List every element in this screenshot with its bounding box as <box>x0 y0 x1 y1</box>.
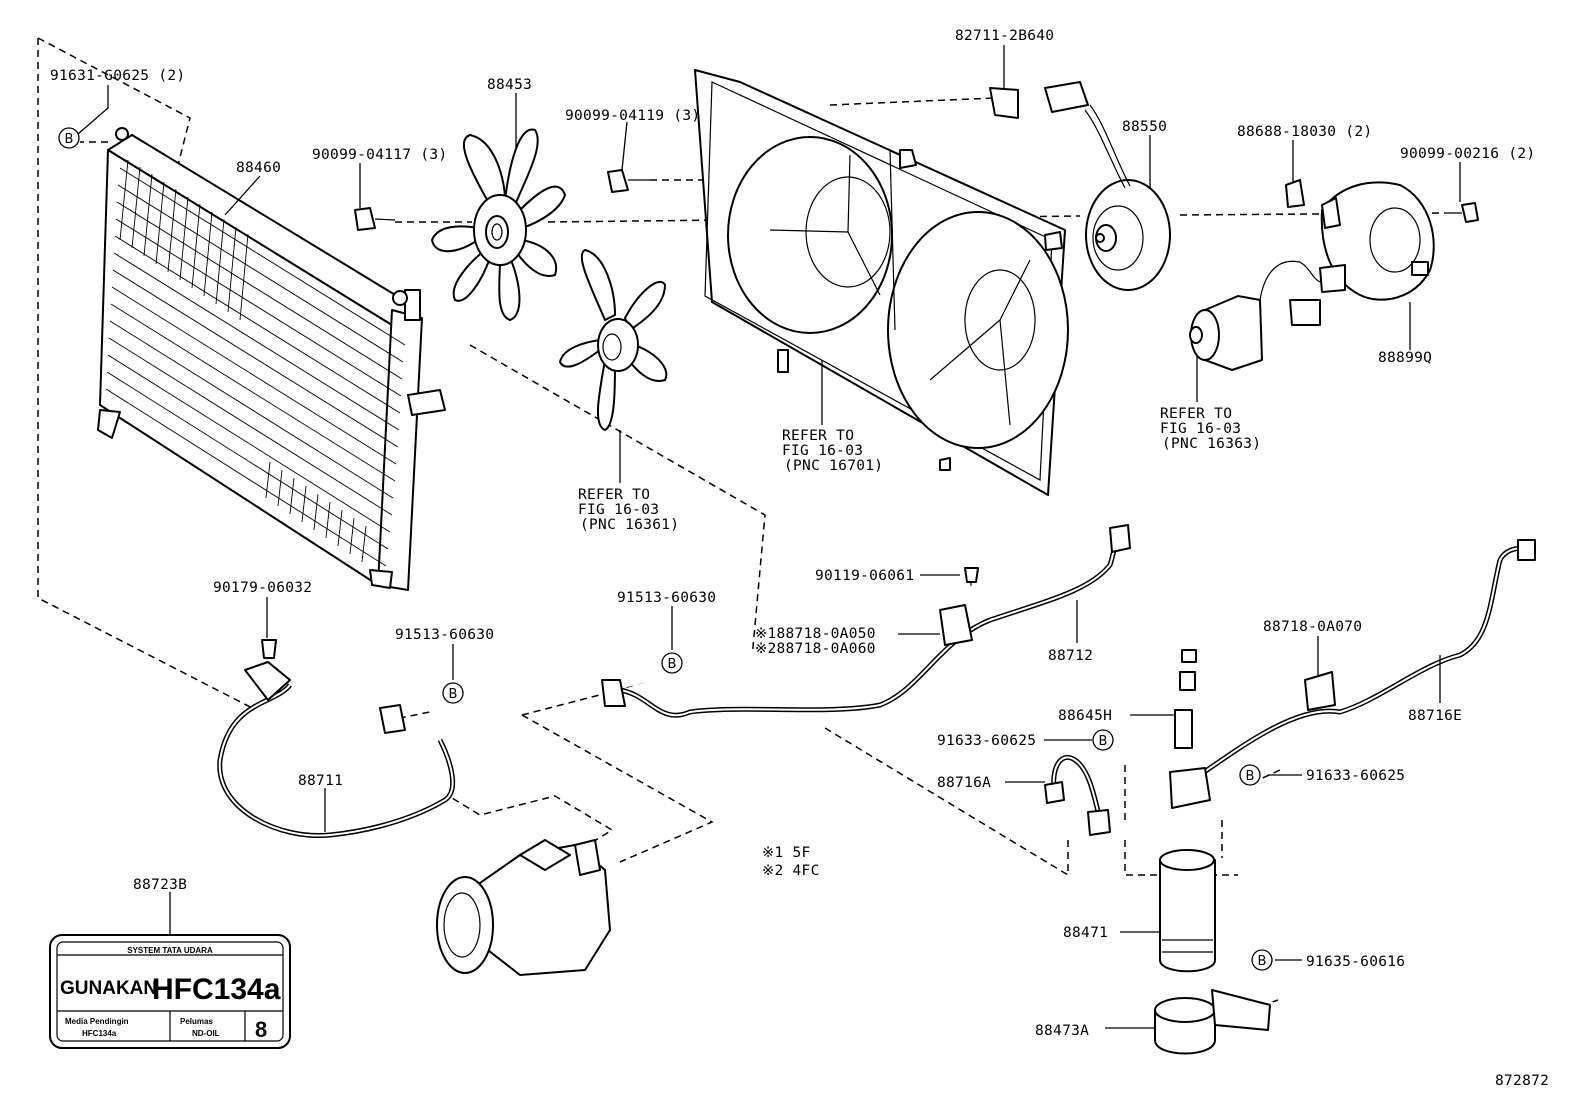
label-refer-16361-line3: (PNC 16361) <box>580 517 679 533</box>
label-91631-g0625: 91631-G0625 (2) <box>50 68 185 84</box>
label-88645h: 88645H <box>1058 708 1112 724</box>
plate-media-label: Media Pendingin <box>65 1017 129 1026</box>
note-4fc: ※2 4FC <box>762 863 820 879</box>
svg-text:B: B <box>1099 734 1108 749</box>
label-90099-04119: 90099-04119 (3) <box>565 108 700 124</box>
diagram-id: 872872 <box>1495 1073 1549 1089</box>
label-91635-60616: 91635-60616 <box>1306 954 1405 970</box>
label-91633-60625-left: 91633-60625 <box>937 733 1036 749</box>
label-88718-0a060: ※288718-0A060 <box>755 641 876 657</box>
label-88716e: 88716E <box>1408 708 1462 724</box>
svg-text:B: B <box>1258 954 1267 969</box>
label-90179-06032: 90179-06032 <box>213 580 312 596</box>
label-88550: 88550 <box>1122 119 1167 135</box>
label-88716a: 88716A <box>937 775 991 791</box>
label-88899q: 88899Q <box>1378 350 1432 366</box>
tube-88716e <box>1198 539 1536 778</box>
plate-gunakan: GUNAKAN <box>60 978 157 999</box>
fan-shroud <box>694 69 1069 496</box>
label-90099-04117: 90099-04117 (3) <box>312 147 447 163</box>
b-marker: B <box>1092 729 1114 751</box>
label-91513-60630-b: 91513-60630 <box>617 590 716 606</box>
receiver-88471 <box>1159 849 1216 973</box>
label-90099-00216: 90099-00216 (2) <box>1400 146 1535 162</box>
bolts <box>261 169 1479 659</box>
note-5f: ※1 5F <box>762 845 811 861</box>
b-marker: B <box>1239 764 1261 786</box>
label-refer-16363-line3: (PNC 16363) <box>1162 436 1261 452</box>
label-88718-0a070: 88718-0A070 <box>1263 619 1362 635</box>
label-88473a: 88473A <box>1035 1023 1089 1039</box>
fan-16361 <box>559 249 668 431</box>
plate-media-value: HFC134a <box>82 1029 117 1038</box>
label-82711-2b640: 82711-2B640 <box>955 28 1054 44</box>
tube-88712 <box>601 524 1131 718</box>
compressor <box>436 839 611 976</box>
label-88453: 88453 <box>487 77 532 93</box>
b-marker: B <box>661 652 683 674</box>
label-88723b: 88723B <box>133 877 187 893</box>
label-88471: 88471 <box>1063 925 1108 941</box>
condenser <box>97 127 446 591</box>
label-refer-16363-line2: FIG 16-03 <box>1160 421 1241 437</box>
bracket-88473a <box>1154 989 1271 1055</box>
tube-88716a <box>1044 755 1111 836</box>
hose-88711 <box>217 661 456 839</box>
label-88460: 88460 <box>236 160 281 176</box>
fan-motor-88550 <box>989 81 1171 291</box>
part-labels: 91631-G0625 (2) 88453 90099-04119 (3) 82… <box>50 28 1549 1089</box>
label-90119-06061: 90119-06061 <box>815 568 914 584</box>
shroud-88899q <box>1285 179 1435 301</box>
label-88718-0a050: ※188718-0A050 <box>755 626 876 642</box>
label-refer-16701-line1: REFER TO <box>782 428 854 444</box>
svg-text:B: B <box>668 657 677 672</box>
svg-text:B: B <box>65 132 74 147</box>
label-88712: 88712 <box>1048 648 1093 664</box>
label-refer-16701-line3: (PNC 16701) <box>784 458 883 474</box>
plate-number: 8 <box>255 1017 267 1042</box>
plate-pelumas-label: Pelumas <box>180 1017 213 1026</box>
leader-lines <box>77 45 1461 1029</box>
svg-text:B: B <box>449 687 458 702</box>
label-refer-16363-line1: REFER TO <box>1160 406 1232 422</box>
fan-88453 <box>431 128 566 321</box>
label-refer-16361-line1: REFER TO <box>578 487 650 503</box>
label-88711: 88711 <box>298 773 343 789</box>
b-markers: B B B B B B <box>58 127 1273 971</box>
label-88688-18030: 88688-18030 (2) <box>1237 124 1372 140</box>
label-refer-16701-line2: FIG 16-03 <box>782 443 863 459</box>
svg-text:B: B <box>1246 769 1255 784</box>
pressure-switch-88645h <box>1169 649 1211 809</box>
label-91633-60625-right: 91633-60625 <box>1306 768 1405 784</box>
label-plate-88723b: SYSTEM TATA UDARA GUNAKAN HFC134a Media … <box>49 934 291 1049</box>
plate-refrigerant: HFC134a <box>152 973 281 1006</box>
plate-pelumas-value: ND-OIL <box>192 1029 220 1038</box>
b-marker: B <box>58 127 80 149</box>
b-marker: B <box>442 682 464 704</box>
label-91513-60630-a: 91513-60630 <box>395 627 494 643</box>
plate-title: SYSTEM TATA UDARA <box>127 946 213 955</box>
fan-motor-16363 <box>1189 260 1346 371</box>
b-marker: B <box>1251 949 1273 971</box>
label-refer-16361-line2: FIG 16-03 <box>578 502 659 518</box>
